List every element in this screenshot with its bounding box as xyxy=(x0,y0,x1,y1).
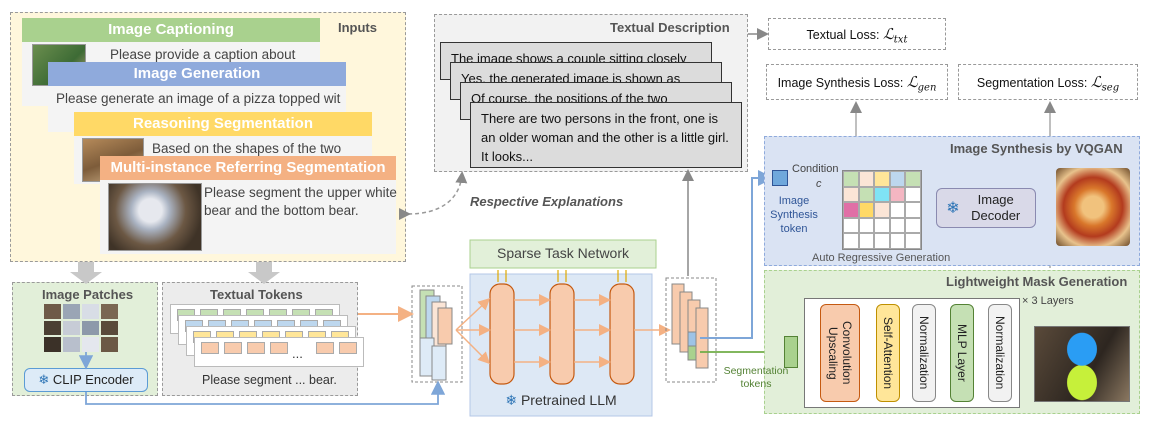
layers-label: × 3 Layers xyxy=(1022,295,1074,307)
snowflake-icon: ❄ xyxy=(38,372,50,387)
conv-upscaling-block: Convolution Upscaling xyxy=(820,304,860,402)
card-text: Please segment the upper white bear and … xyxy=(204,185,397,218)
pizza-image xyxy=(1056,168,1130,246)
textual-tokens-title: Textual Tokens xyxy=(210,287,303,302)
grid-cell xyxy=(843,233,859,249)
card-header: Image Generation xyxy=(48,62,346,86)
token-text: Please segment ... bear. xyxy=(202,373,337,387)
token xyxy=(339,342,357,354)
card-header: Reasoning Segmentation xyxy=(74,112,372,136)
patch-grid xyxy=(44,304,118,352)
grid-cell xyxy=(858,202,875,218)
synthesis-token xyxy=(772,170,788,186)
grid-cell xyxy=(889,186,906,203)
grid-cell xyxy=(843,186,859,203)
pretrained-llm-label: ❄ Pretrained LLM xyxy=(470,392,652,409)
explanations-arrow xyxy=(398,171,468,221)
grid-cell xyxy=(843,171,859,187)
mlp-layer-block: MLP Layer xyxy=(950,304,974,402)
segmented-bears-image xyxy=(1034,326,1130,402)
condition-c: c xyxy=(816,178,822,190)
grid-cell xyxy=(905,233,921,249)
segmentation-loss-sub: seg xyxy=(1101,82,1120,94)
token-row xyxy=(194,337,364,367)
textual-loss-box: Textual Loss: ℒtxt xyxy=(768,18,946,50)
snowflake-icon: ❄ xyxy=(505,392,518,408)
grid-cell xyxy=(874,171,890,187)
input-down-arrows xyxy=(70,262,280,284)
embedding-stack xyxy=(411,285,463,383)
grid-cell xyxy=(889,233,906,249)
image-patches-title: Image Patches xyxy=(42,287,134,302)
grid-cell xyxy=(843,217,859,234)
llm-layers xyxy=(489,283,635,385)
bears-thumbnail xyxy=(108,183,202,251)
token-ellipsis: ... xyxy=(292,346,303,361)
synthesis-title: Image Synthesis by VQGAN xyxy=(950,141,1123,156)
pretrained-llm-text: Pretrained LLM xyxy=(520,392,617,408)
card-text: Please provide a caption about xyxy=(110,47,296,62)
segmentation-loss-box: Segmentation Loss: ℒseg xyxy=(958,64,1138,100)
token xyxy=(224,342,242,354)
sparse-task-network-label: Sparse Task Network xyxy=(496,245,629,261)
grid-cell xyxy=(874,186,890,203)
textual-loss-sub: txt xyxy=(893,34,908,46)
grid-cell xyxy=(905,171,921,187)
seg-tokens-label: Segmentation tokens xyxy=(723,365,789,390)
grid-cell xyxy=(874,202,890,218)
normalization-block: Normalization xyxy=(912,304,936,402)
textual-description-title: Textual Description xyxy=(610,20,730,35)
textual-loss-symbol: ℒ xyxy=(882,25,894,43)
normalization-block: Normalization xyxy=(988,304,1012,402)
seg-tokens-stack xyxy=(784,336,798,368)
segmentation-loss-label: Segmentation Loss: xyxy=(976,76,1088,90)
card-text: Based on the shapes of the two xyxy=(152,141,342,156)
inputs-title: Inputs xyxy=(338,20,377,35)
token xyxy=(247,342,265,354)
token xyxy=(316,342,334,354)
token xyxy=(201,342,219,354)
snowflake-icon: ❄ xyxy=(946,200,960,217)
grid-cell xyxy=(858,186,875,203)
token-grid xyxy=(842,170,922,250)
grid-cell xyxy=(889,217,906,234)
output-stack xyxy=(665,277,717,383)
segmentation-loss-symbol: ℒ xyxy=(1090,73,1102,91)
description-card: There are two persons in the front, one … xyxy=(470,102,742,168)
grid-cell xyxy=(889,171,906,187)
synthesis-loss-label: Image Synthesis Loss: xyxy=(777,76,904,90)
grid-cell xyxy=(858,171,875,187)
synthesis-loss-sub: gen xyxy=(917,82,937,94)
card-header: Multi-instance Referring Segmentation xyxy=(100,156,396,180)
sparse-task-network-box xyxy=(469,239,657,269)
grid-cell xyxy=(858,217,875,234)
token xyxy=(270,342,288,354)
textual-loss-label: Textual Loss: xyxy=(806,28,880,42)
image-decoder-label: Image Decoder xyxy=(971,192,1021,223)
clip-encoder-label: CLIP Encoder xyxy=(52,372,134,387)
grid-cell xyxy=(905,202,921,218)
grid-cell xyxy=(874,233,890,249)
grid-cell xyxy=(905,186,921,203)
self-attention-block: Self-Attention xyxy=(876,304,900,402)
card-text: Please generate an image of a pizza topp… xyxy=(56,91,341,106)
grid-cell xyxy=(889,202,906,218)
mask-title: Lightweight Mask Generation xyxy=(946,274,1128,289)
image-decoder-box: ❄ Image Decoder xyxy=(936,188,1036,228)
synthesis-token-label: Image Synthesis token xyxy=(770,195,818,235)
grid-cell xyxy=(905,217,921,234)
grid-cell xyxy=(858,233,875,249)
card-header: Image Captioning xyxy=(22,18,320,42)
synthesis-loss-symbol: ℒ xyxy=(906,73,918,91)
respective-explanations-label: Respective Explanations xyxy=(470,194,624,209)
grid-cell xyxy=(843,202,859,218)
synthesis-loss-box: Image Synthesis Loss: ℒgen xyxy=(766,64,948,100)
auto-regressive-label: Auto Regressive Generation xyxy=(812,252,951,264)
condition-label: Condition xyxy=(792,163,839,175)
grid-cell xyxy=(874,217,890,234)
